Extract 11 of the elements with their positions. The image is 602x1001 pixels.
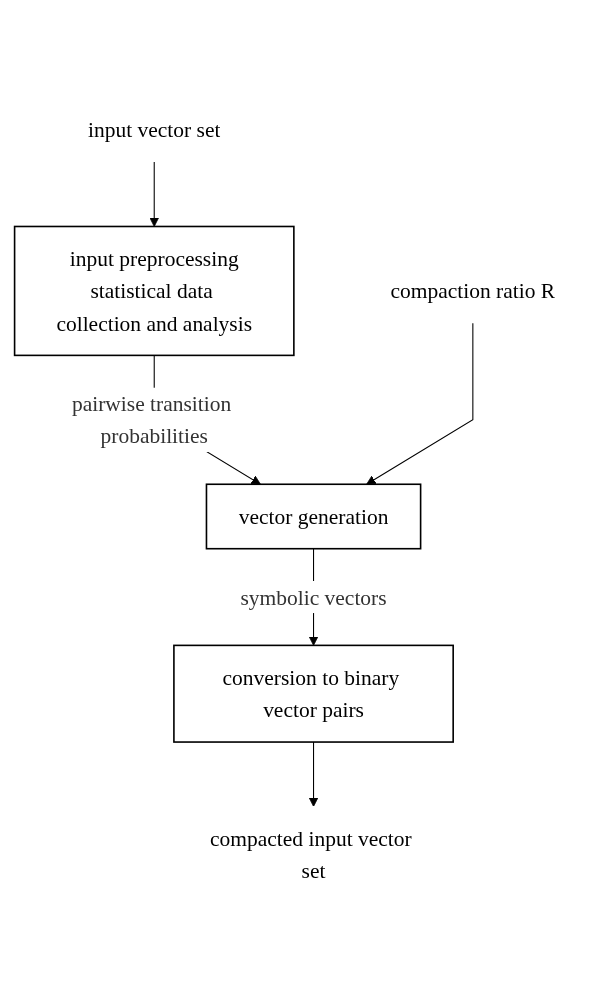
edge-label: pairwise transition probabilities (71, 392, 232, 448)
edge-label: symbolic vectors (240, 585, 387, 609)
node-text: input vector set (88, 118, 221, 142)
arrow (149, 161, 159, 228)
node-box: vector generation (205, 483, 422, 550)
arrow (366, 322, 474, 485)
node-box: input preprocessing statistical data collection and analysis (13, 225, 295, 357)
node-box: conversion to binary vector pairs (173, 644, 454, 743)
arrow (308, 741, 319, 808)
node-text: compacted input vector set (210, 827, 412, 883)
node-text: compaction ratio R (390, 279, 556, 303)
